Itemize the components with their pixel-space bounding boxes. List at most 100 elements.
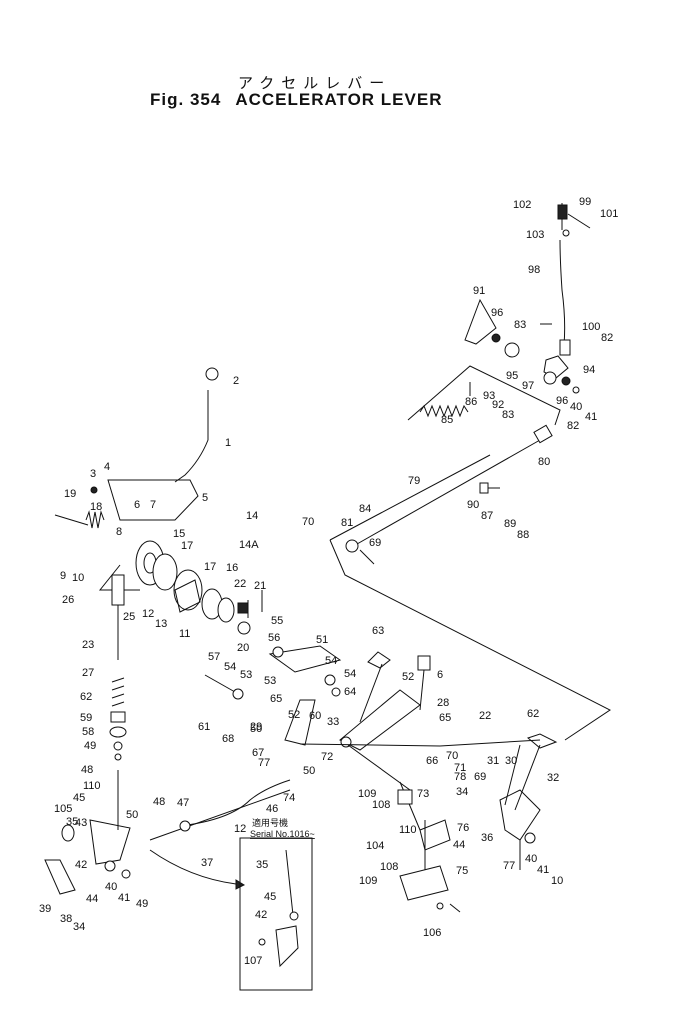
callout: 81 bbox=[341, 517, 353, 529]
callout: 31 bbox=[487, 755, 499, 767]
callout: 97 bbox=[522, 380, 534, 392]
callout: 73 bbox=[417, 788, 429, 800]
callout: 104 bbox=[366, 840, 384, 852]
callout: 87 bbox=[481, 510, 493, 522]
callout: 6 bbox=[134, 499, 140, 511]
callout: 6 bbox=[437, 669, 443, 681]
callout: 42 bbox=[75, 859, 87, 871]
callout: 48 bbox=[81, 764, 93, 776]
callout: 84 bbox=[359, 503, 371, 515]
callout: 33 bbox=[327, 716, 339, 728]
figure-number: Fig. 354 bbox=[150, 90, 222, 109]
callout: 62 bbox=[80, 691, 92, 703]
callout: 41 bbox=[585, 411, 597, 423]
callout: 41 bbox=[537, 864, 549, 876]
callout: 35 bbox=[256, 859, 268, 871]
callout: 52 bbox=[402, 671, 414, 683]
inset-jp-label: 適用号機 bbox=[252, 817, 288, 828]
callout: 17 bbox=[181, 540, 193, 552]
callout: 98 bbox=[528, 264, 540, 276]
callout: 14 bbox=[246, 510, 258, 522]
callout: 49 bbox=[136, 898, 148, 910]
callout: 55 bbox=[271, 615, 283, 627]
callout: 50 bbox=[126, 809, 138, 821]
callout: 39 bbox=[39, 903, 51, 915]
callout: 89 bbox=[504, 518, 516, 530]
callout: 88 bbox=[517, 529, 529, 541]
callout: 10 bbox=[551, 875, 563, 887]
callout: 9 bbox=[60, 570, 66, 582]
callout: 17 bbox=[204, 561, 216, 573]
callout: 82 bbox=[567, 420, 579, 432]
callout: 52 bbox=[288, 709, 300, 721]
callout: 34 bbox=[456, 786, 468, 798]
callout: 95 bbox=[506, 370, 518, 382]
callout: 35 bbox=[66, 816, 78, 828]
callout: 68 bbox=[222, 733, 234, 745]
callout: 79 bbox=[408, 475, 420, 487]
callout: 15 bbox=[173, 528, 185, 540]
callout: 93 bbox=[483, 390, 495, 402]
callout: 22 bbox=[479, 710, 491, 722]
callout: 25 bbox=[123, 611, 135, 623]
callout: 18 bbox=[90, 501, 102, 513]
callout: 44 bbox=[86, 893, 98, 905]
callout: 53 bbox=[264, 675, 276, 687]
callout: 4 bbox=[104, 461, 110, 473]
callout: 70 bbox=[446, 750, 458, 762]
callout: 109 bbox=[358, 788, 376, 800]
figure-title: Fig. 354 ACCELERATOR LEVER bbox=[150, 90, 456, 110]
callout: 19 bbox=[64, 488, 76, 500]
callout: 60 bbox=[309, 710, 321, 722]
callout: 29 bbox=[250, 721, 262, 733]
callout: 16 bbox=[226, 562, 238, 574]
callout: 109 bbox=[359, 875, 377, 887]
callout: 3 bbox=[90, 468, 96, 480]
callout: 75 bbox=[456, 865, 468, 877]
callout: 110 bbox=[83, 780, 101, 792]
callout: 11 bbox=[179, 628, 190, 640]
callout: 30 bbox=[505, 755, 517, 767]
callout: 110 bbox=[399, 824, 417, 836]
callout: 69 bbox=[369, 537, 381, 549]
callout: 49 bbox=[84, 740, 96, 752]
callout: 43 bbox=[75, 817, 87, 829]
callout: 26 bbox=[62, 594, 74, 606]
callout: 80 bbox=[538, 456, 550, 468]
callout: 14A bbox=[239, 539, 259, 551]
callout: 51 bbox=[316, 634, 328, 646]
callout: 90 bbox=[467, 499, 479, 511]
callout: 45 bbox=[73, 792, 85, 804]
callout: 66 bbox=[426, 755, 438, 767]
callout: 92 bbox=[492, 399, 504, 411]
callout: 58 bbox=[82, 726, 94, 738]
callout: 54 bbox=[224, 661, 236, 673]
callout: 13 bbox=[155, 618, 167, 630]
callout: 64 bbox=[344, 686, 356, 698]
callout: 8 bbox=[116, 526, 122, 538]
callout: 40 bbox=[525, 853, 537, 865]
callout: 27 bbox=[82, 667, 94, 679]
callout: 57 bbox=[208, 651, 220, 663]
callout: 69 bbox=[474, 771, 486, 783]
callout: 48 bbox=[153, 796, 165, 808]
callout: 78 bbox=[454, 771, 466, 783]
callout: 36 bbox=[481, 832, 493, 844]
callout: 99 bbox=[579, 196, 591, 208]
callout: 20 bbox=[237, 642, 249, 654]
callout: 74 bbox=[283, 792, 295, 804]
callout: 108 bbox=[380, 861, 398, 873]
callout-labels: 102 99 101 103 98 91 96 83 100 82 94 95 … bbox=[39, 196, 618, 967]
inset-serial-label: Serial No.1016~ bbox=[250, 829, 315, 839]
callout: 50 bbox=[250, 723, 262, 735]
callout: 65 bbox=[439, 712, 451, 724]
figure-caption: ACCELERATOR LEVER bbox=[235, 90, 443, 109]
callout: 53 bbox=[240, 669, 252, 681]
callout: 12 bbox=[142, 608, 154, 620]
callout: 83 bbox=[514, 319, 526, 331]
callout: 63 bbox=[372, 625, 384, 637]
callout: 28 bbox=[437, 697, 449, 709]
callout: 44 bbox=[453, 839, 465, 851]
callout: 96 bbox=[556, 395, 568, 407]
